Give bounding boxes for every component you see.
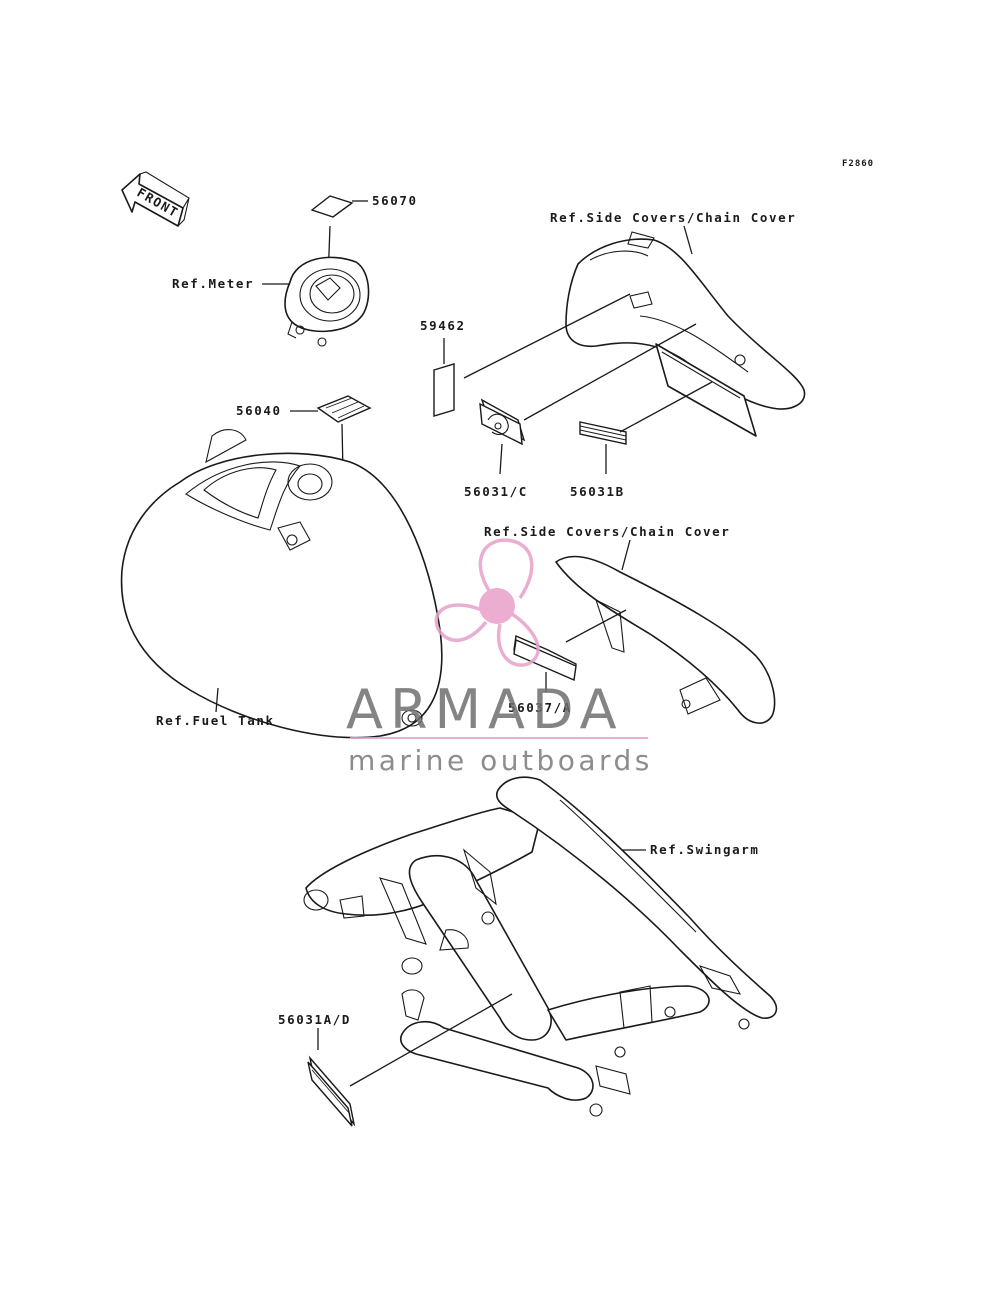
watermark: ARMADA marine outboards	[346, 538, 653, 777]
label-56031c: 56031/C	[464, 484, 528, 499]
label-56031ad: 56031A/D	[278, 1012, 351, 1027]
decal-56040[interactable]	[316, 395, 372, 423]
decal-56070[interactable]	[310, 195, 354, 218]
side-cover-upper-part[interactable]	[565, 231, 806, 437]
decal-56037a[interactable]	[513, 634, 577, 682]
label-ref-swingarm: Ref.Swingarm	[650, 842, 760, 857]
label-56037a: 56037/A	[508, 700, 572, 715]
label-56040: 56040	[236, 403, 282, 418]
decal-56031c[interactable]	[479, 398, 526, 446]
watermark-tagline: marine outboards	[348, 744, 653, 777]
meter-part[interactable]	[284, 256, 370, 347]
label-ref-meter: Ref.Meter	[172, 276, 254, 291]
label-56031b: 56031B	[570, 484, 625, 499]
label-ref-fuel-tank: Ref.Fuel Tank	[156, 713, 275, 728]
watermark-brand: ARMADA	[346, 678, 624, 741]
fuel-tank-part[interactable]	[120, 429, 443, 739]
label-ref-side-covers-1: Ref.Side Covers/Chain Cover	[550, 210, 796, 225]
side-cover-lower-part[interactable]	[555, 555, 776, 724]
label-56070: 56070	[372, 193, 418, 208]
label-ref-side-covers-2: Ref.Side Covers/Chain Cover	[484, 524, 730, 539]
decal-56031ad[interactable]	[307, 1055, 356, 1127]
front-arrow-icon: FRONT	[121, 171, 190, 227]
label-59462: 59462	[420, 318, 466, 333]
decal-59462[interactable]	[433, 363, 455, 417]
decal-56031b[interactable]	[579, 421, 627, 445]
swingarm-part[interactable]	[303, 776, 778, 1117]
propeller-logo-icon	[434, 538, 540, 667]
diagram-code: F2860	[842, 159, 874, 169]
